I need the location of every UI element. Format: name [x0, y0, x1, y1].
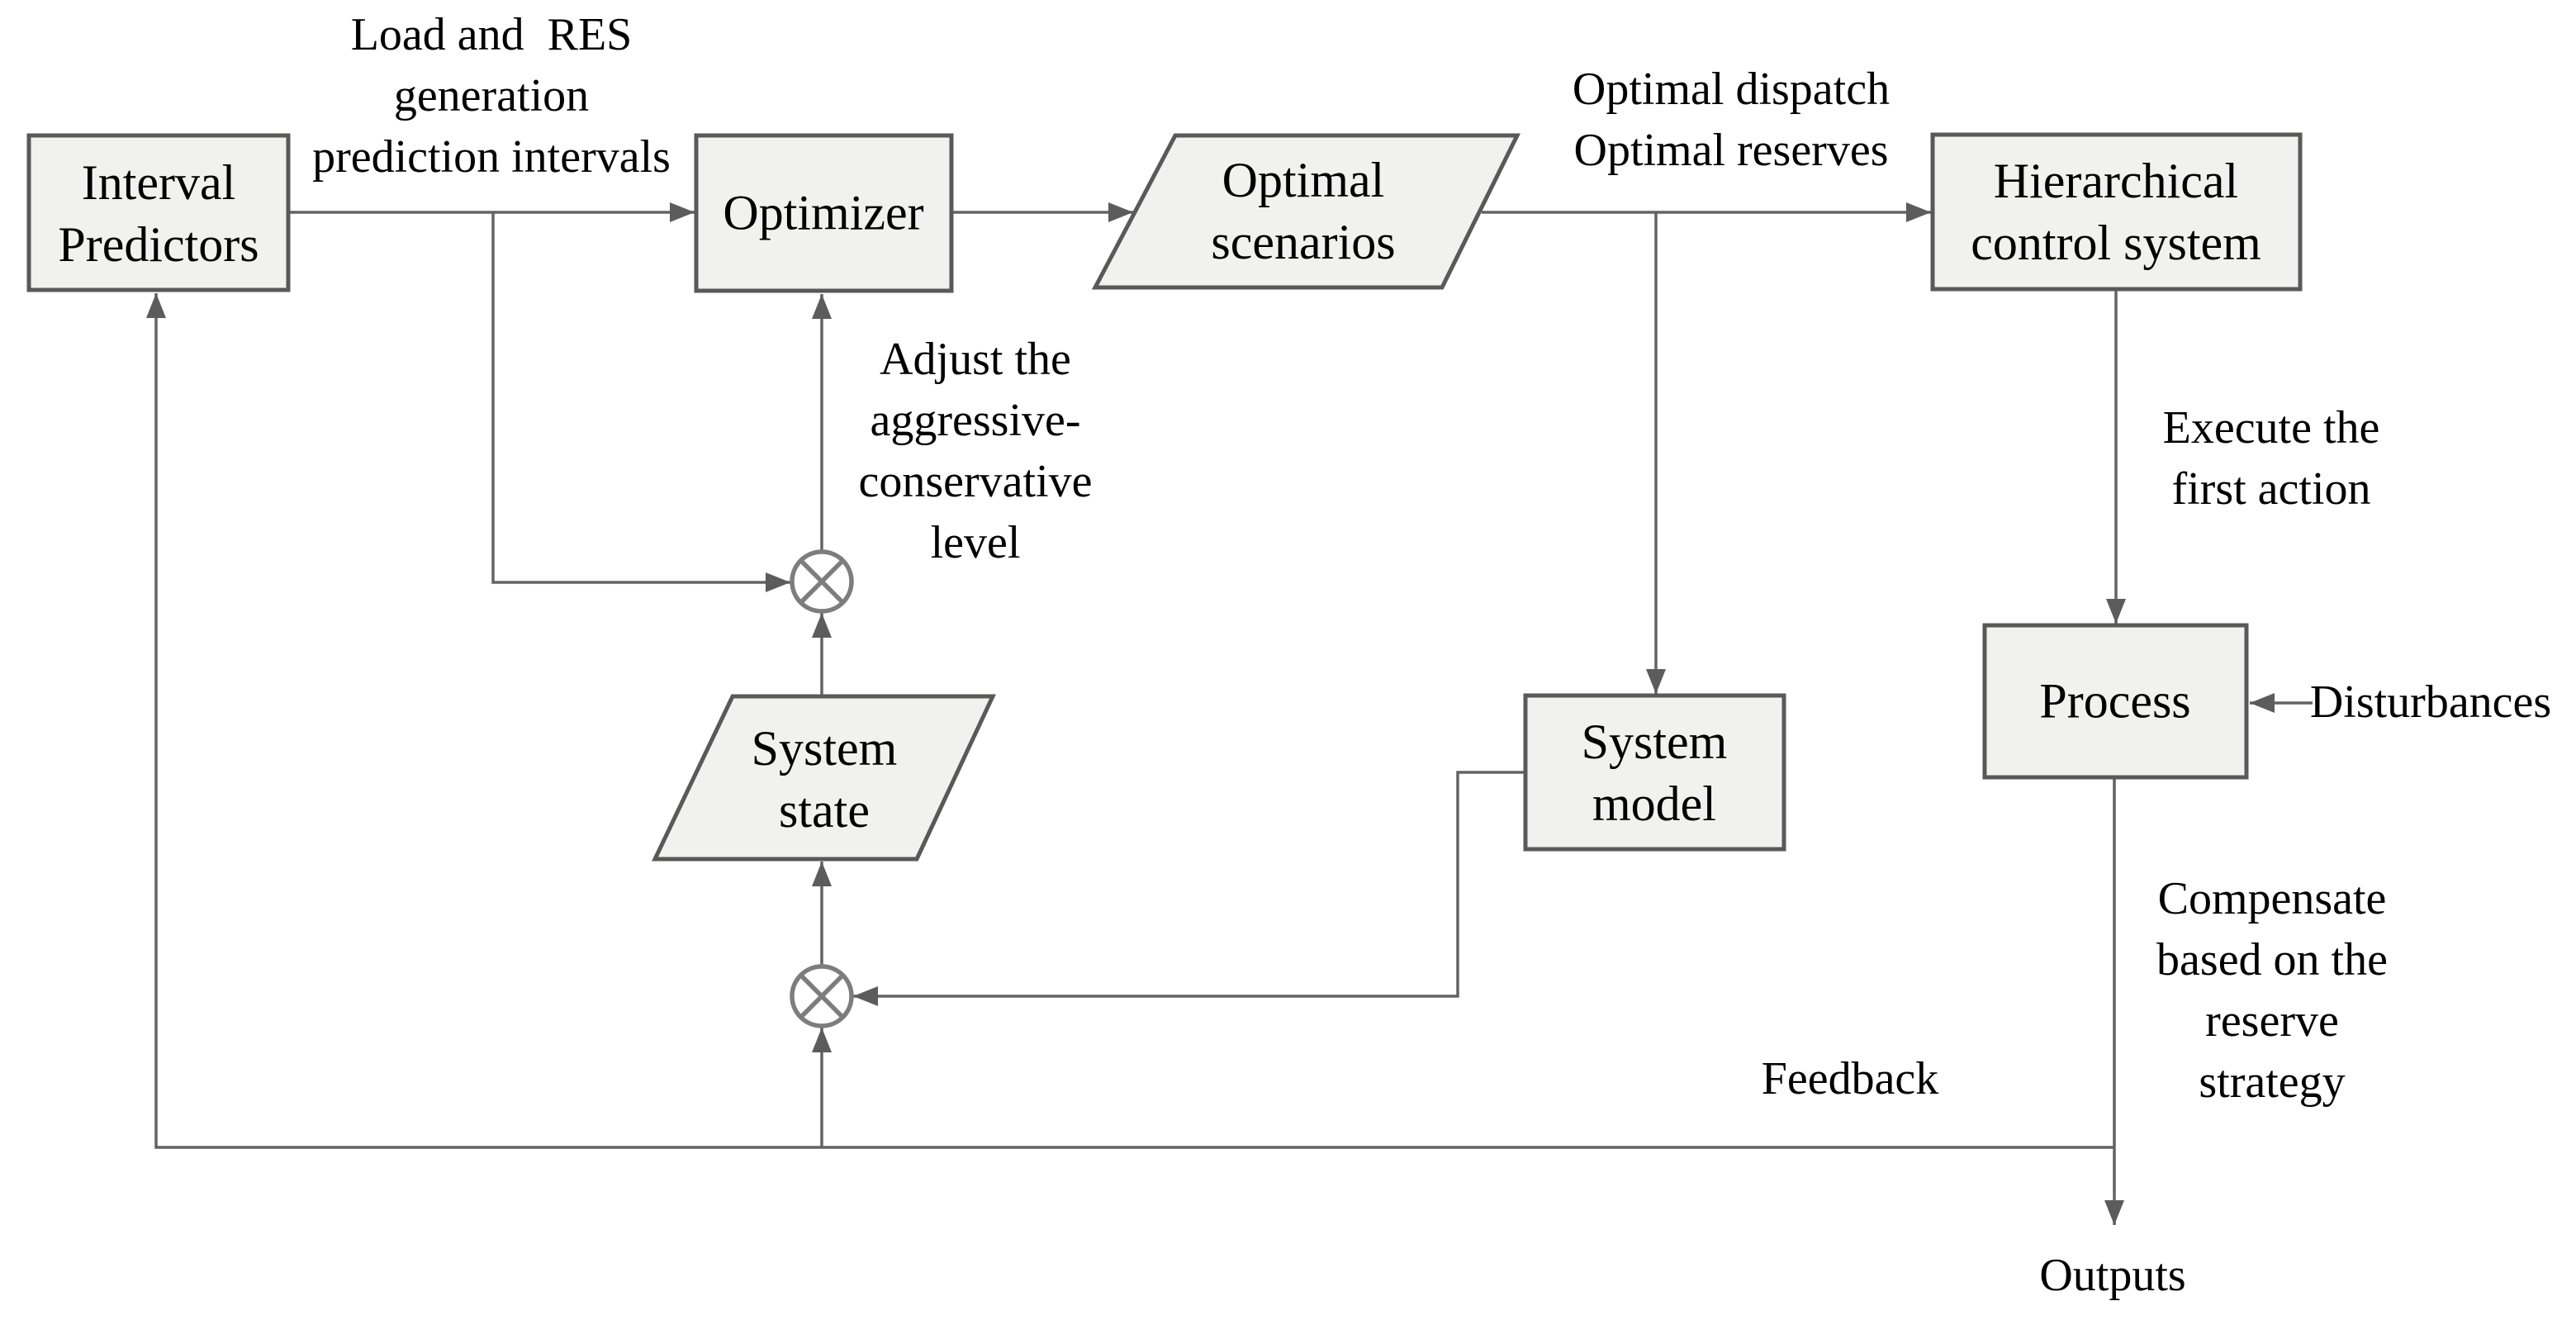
system-model-box — [1523, 693, 1786, 852]
edge-intervals-branch-to-upper-junction — [491, 212, 790, 592]
disturbances-annotation: Disturbances — [2309, 677, 2552, 729]
outputs-annotation: Outputs — [2039, 1250, 2186, 1302]
optimal-dispatch-annotation: Optimal dispatch Optimal reserves — [1572, 64, 1890, 176]
lower-multiplier-junction-icon — [790, 964, 854, 1028]
system-state-parallelogram — [652, 694, 996, 862]
hierarchical-control-box — [1930, 132, 2303, 292]
execute-action-annotation: Execute the first action — [2162, 402, 2380, 515]
optimal-scenarios-label: Optimal scenarios — [1211, 153, 1396, 269]
upper-multiplier-junction-icon — [790, 549, 854, 614]
edge-feedback-line-to-predictors — [146, 293, 2114, 1149]
interval-predictors-label: Interval Predictors — [58, 155, 259, 272]
feedback-annotation: Feedback — [1761, 1053, 1939, 1105]
hierarchical-control-label: Hierarchical control system — [1971, 154, 2261, 270]
edge-system-model-to-lower-junction — [853, 771, 1525, 1006]
interval-predictors-box — [26, 133, 291, 292]
compensate-annotation: Compensate based on the reserve strategy — [2156, 873, 2388, 1108]
load-res-annotation: Load and RES generation prediction inter… — [312, 9, 671, 183]
optimizer-label: Optimizer — [723, 185, 924, 240]
system-state-label: System state — [751, 721, 898, 838]
process-label: Process — [2039, 673, 2191, 729]
adjust-level-annotation: Adjust the aggressive- conservative leve… — [858, 334, 1093, 568]
system-model-label: System model — [1581, 715, 1728, 831]
optimal-scenarios-parallelogram — [1091, 133, 1521, 290]
process-box — [1982, 623, 2249, 780]
optimizer-box — [694, 133, 954, 293]
